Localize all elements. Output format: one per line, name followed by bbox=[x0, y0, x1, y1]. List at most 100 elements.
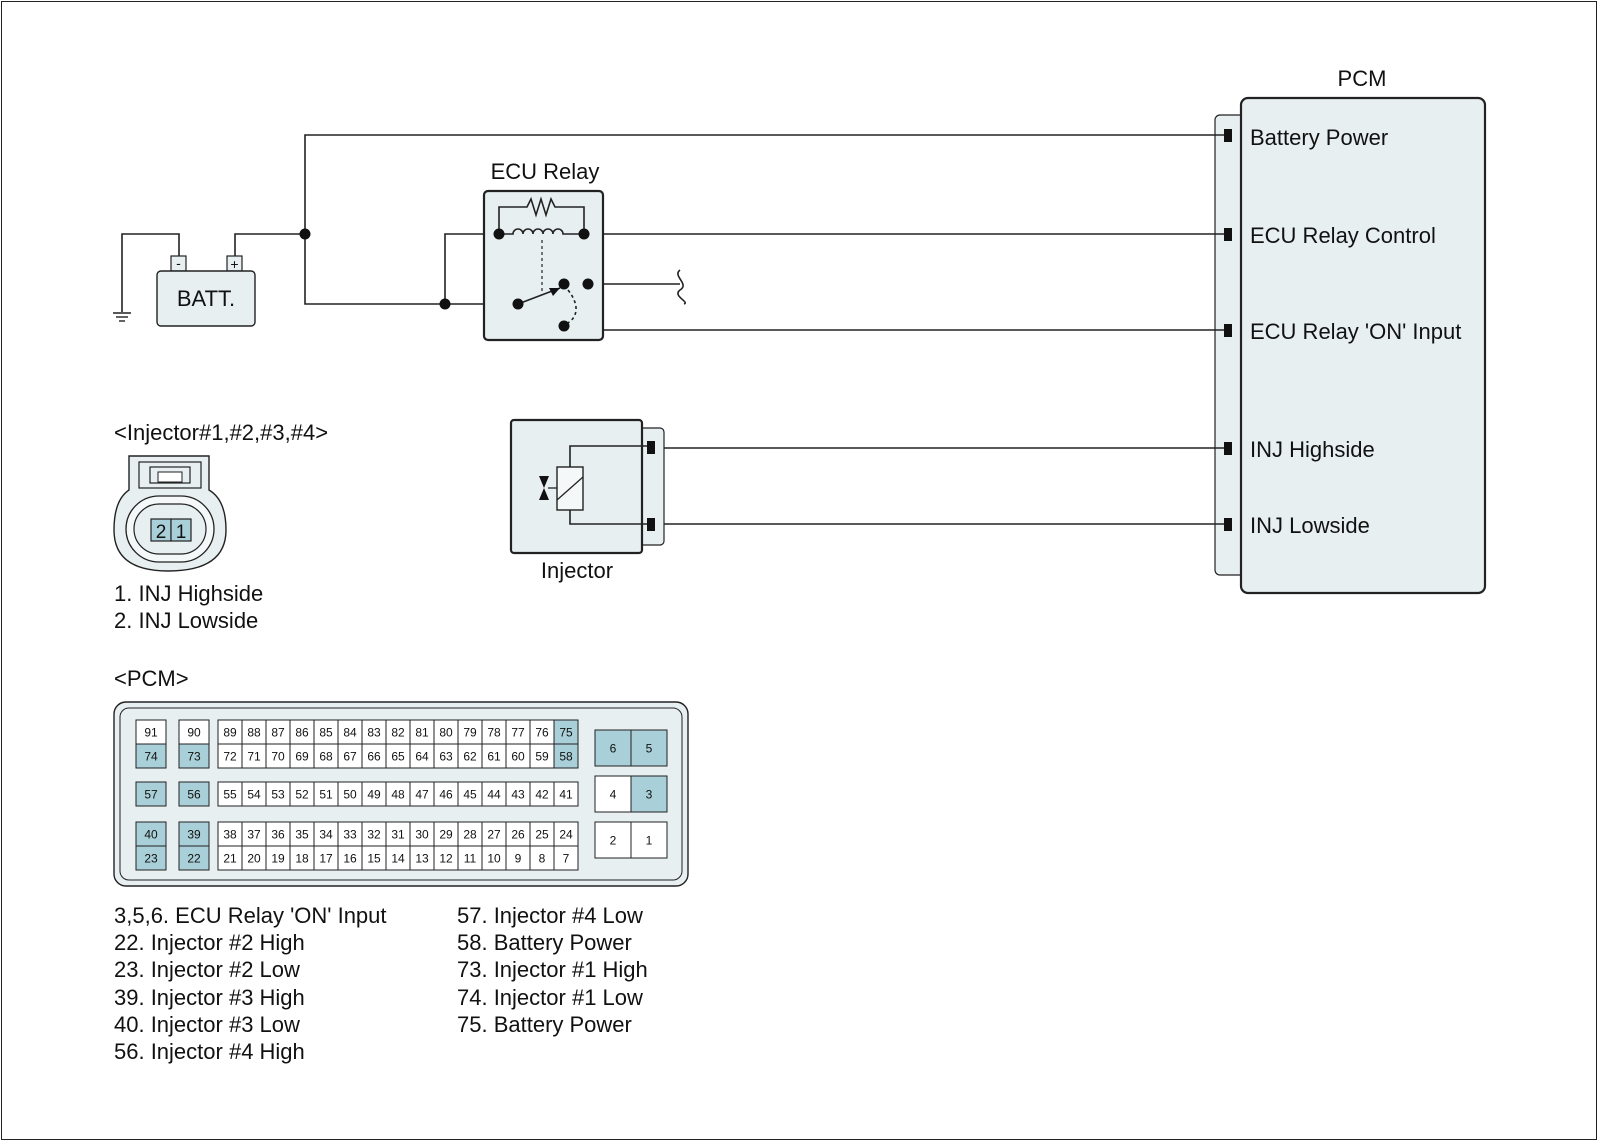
pcm-title: PCM bbox=[1338, 66, 1387, 91]
pcm-pin-label: 1 bbox=[646, 834, 653, 848]
pcm-pin-73 bbox=[178, 743, 210, 769]
injector: Injector bbox=[509, 418, 665, 583]
pcm-pin-91 bbox=[135, 719, 167, 745]
pcm-terminal-pin bbox=[1224, 442, 1232, 455]
pcm-pin-label: 64 bbox=[415, 750, 429, 764]
pcm-pin-24 bbox=[553, 821, 579, 847]
pcm-legend-item: 75. Battery Power bbox=[457, 1011, 632, 1037]
injector-pin-legend-item: 1. INJ Highside bbox=[114, 581, 264, 606]
pcm-pin-label: 77 bbox=[511, 726, 525, 740]
ground-icon bbox=[113, 312, 131, 322]
injector-internal-wire bbox=[569, 445, 647, 467]
pcm-pin-label: 85 bbox=[319, 726, 333, 740]
pcm-pin-label: 65 bbox=[391, 750, 405, 764]
pcm-legend-left: 3,5,6. ECU Relay 'ON' Input 22. Injector… bbox=[114, 902, 387, 1065]
injector-terminal-pin bbox=[647, 518, 655, 531]
injector-connector-face: <Injector#1,#2,#3,#4> 2 1 bbox=[113, 420, 328, 572]
pcm-pin-label: 31 bbox=[391, 828, 405, 842]
pcm-pin-56 bbox=[178, 781, 210, 807]
pcm-pin-label: 28 bbox=[463, 828, 477, 842]
pcm-pin-label: 4 bbox=[610, 788, 617, 802]
pcm-pin-label: 79 bbox=[463, 726, 477, 740]
pcm-connector-title: <PCM> bbox=[114, 666, 189, 691]
pcm-pin-label: 21 bbox=[223, 852, 237, 866]
pcm-pin-label: 71 bbox=[247, 750, 261, 764]
pcm-pin-72 bbox=[217, 743, 243, 769]
pcm-pin-label: 27 bbox=[487, 828, 501, 842]
pcm-pin-label: 67 bbox=[343, 750, 357, 764]
pcm-pin-67 bbox=[337, 743, 363, 769]
pcm-pin-52 bbox=[289, 781, 315, 807]
injector-connector-title: <Injector#1,#2,#3,#4> bbox=[114, 420, 328, 445]
pcm-pin-label: 11 bbox=[464, 852, 477, 866]
pcm-pin-17 bbox=[313, 845, 339, 871]
wires bbox=[121, 134, 1224, 525]
pcm-legend-right: 57. Injector #4 Low 58. Battery Power 73… bbox=[457, 902, 648, 1038]
injector-internal-wire bbox=[569, 510, 647, 525]
pcm-pin-label: 15 bbox=[367, 852, 381, 866]
pcm-pin-label: 23 bbox=[144, 852, 158, 866]
pcm-pin-54 bbox=[241, 781, 267, 807]
pcm-legend-item: 57. Injector #4 Low bbox=[457, 903, 643, 928]
pcm-pin-label: 81 bbox=[415, 726, 429, 740]
pcm-pin-label: 17 bbox=[319, 852, 333, 866]
pcm-terminal-label: INJ Lowside bbox=[1250, 513, 1370, 538]
pcm-pin-label: 50 bbox=[343, 788, 357, 802]
pcm-pin-64 bbox=[409, 743, 435, 769]
pcm-pin-label: 12 bbox=[439, 852, 453, 866]
pcm-pin-13 bbox=[409, 845, 435, 871]
pcm-pin-label: 73 bbox=[187, 750, 201, 764]
pcm-pin-36 bbox=[265, 821, 291, 847]
pcm-pin-label: 22 bbox=[187, 852, 201, 866]
pcm-box bbox=[1239, 96, 1487, 595]
relay-contact bbox=[493, 228, 505, 240]
pcm-pin-label: 19 bbox=[271, 852, 285, 866]
battery-minus-sign: - bbox=[176, 255, 181, 271]
pcm-pin-25 bbox=[529, 821, 555, 847]
pcm-pin-74 bbox=[135, 743, 167, 769]
pcm-terminal-label: Battery Power bbox=[1250, 125, 1388, 150]
pcm-pin-label: 69 bbox=[295, 750, 309, 764]
pcm-pin-14 bbox=[385, 845, 411, 871]
battery-body bbox=[156, 270, 256, 327]
pcm-pin-label: 72 bbox=[223, 750, 237, 764]
pcm-terminal-label: INJ Highside bbox=[1250, 437, 1375, 462]
ecu-relay-on-input-wire bbox=[587, 284, 1224, 331]
relay-switch-arrow bbox=[549, 288, 560, 296]
pcm-terminal-pin bbox=[1224, 324, 1232, 337]
pcm-legend-item: 74. Injector #1 Low bbox=[457, 984, 643, 1010]
relay-contact bbox=[582, 278, 594, 290]
pcm-pin-82 bbox=[385, 719, 411, 745]
pcm-pin-label: 20 bbox=[247, 852, 261, 866]
pcm-pin-label: 10 bbox=[487, 852, 501, 866]
pcm-pin-label: 45 bbox=[463, 788, 477, 802]
pcm-pin-label: 24 bbox=[559, 828, 573, 842]
pcm-pin-76 bbox=[529, 719, 555, 745]
pcm-pin-label: 9 bbox=[515, 852, 522, 866]
pcm-pin-label: 38 bbox=[223, 828, 237, 842]
injector-solenoid-diagonal bbox=[556, 476, 584, 501]
pcm-pin-55 bbox=[217, 781, 243, 807]
pcm-pin-label: 89 bbox=[223, 726, 237, 740]
pcm-pin-label: 14 bbox=[391, 852, 405, 866]
relay-contact bbox=[578, 228, 590, 240]
pcm-pin-87 bbox=[265, 719, 291, 745]
pcm-pin-label: 6 bbox=[610, 742, 617, 756]
pcm-pin-label: 36 bbox=[271, 828, 285, 842]
pcm-pin-9 bbox=[505, 845, 531, 871]
pcm-pin-49 bbox=[361, 781, 387, 807]
pcm-pin-57 bbox=[135, 781, 167, 807]
injector-connector-latch-tab bbox=[157, 471, 183, 483]
battery-ground-wire bbox=[121, 233, 180, 312]
pcm-pin-40 bbox=[135, 821, 167, 847]
wire-break-symbol bbox=[677, 269, 687, 305]
pcm-pin-23 bbox=[135, 845, 167, 871]
pcm-pin-29 bbox=[433, 821, 459, 847]
pcm-pin-11 bbox=[457, 845, 483, 871]
pcm-pin-43 bbox=[505, 781, 531, 807]
pcm-pin-58 bbox=[553, 743, 579, 769]
pcm-legend-item: 23. Injector #2 Low bbox=[114, 957, 300, 983]
injector-valve-icon bbox=[539, 476, 549, 500]
junction-node bbox=[439, 298, 451, 310]
pcm-pin-label: 88 bbox=[247, 726, 261, 740]
